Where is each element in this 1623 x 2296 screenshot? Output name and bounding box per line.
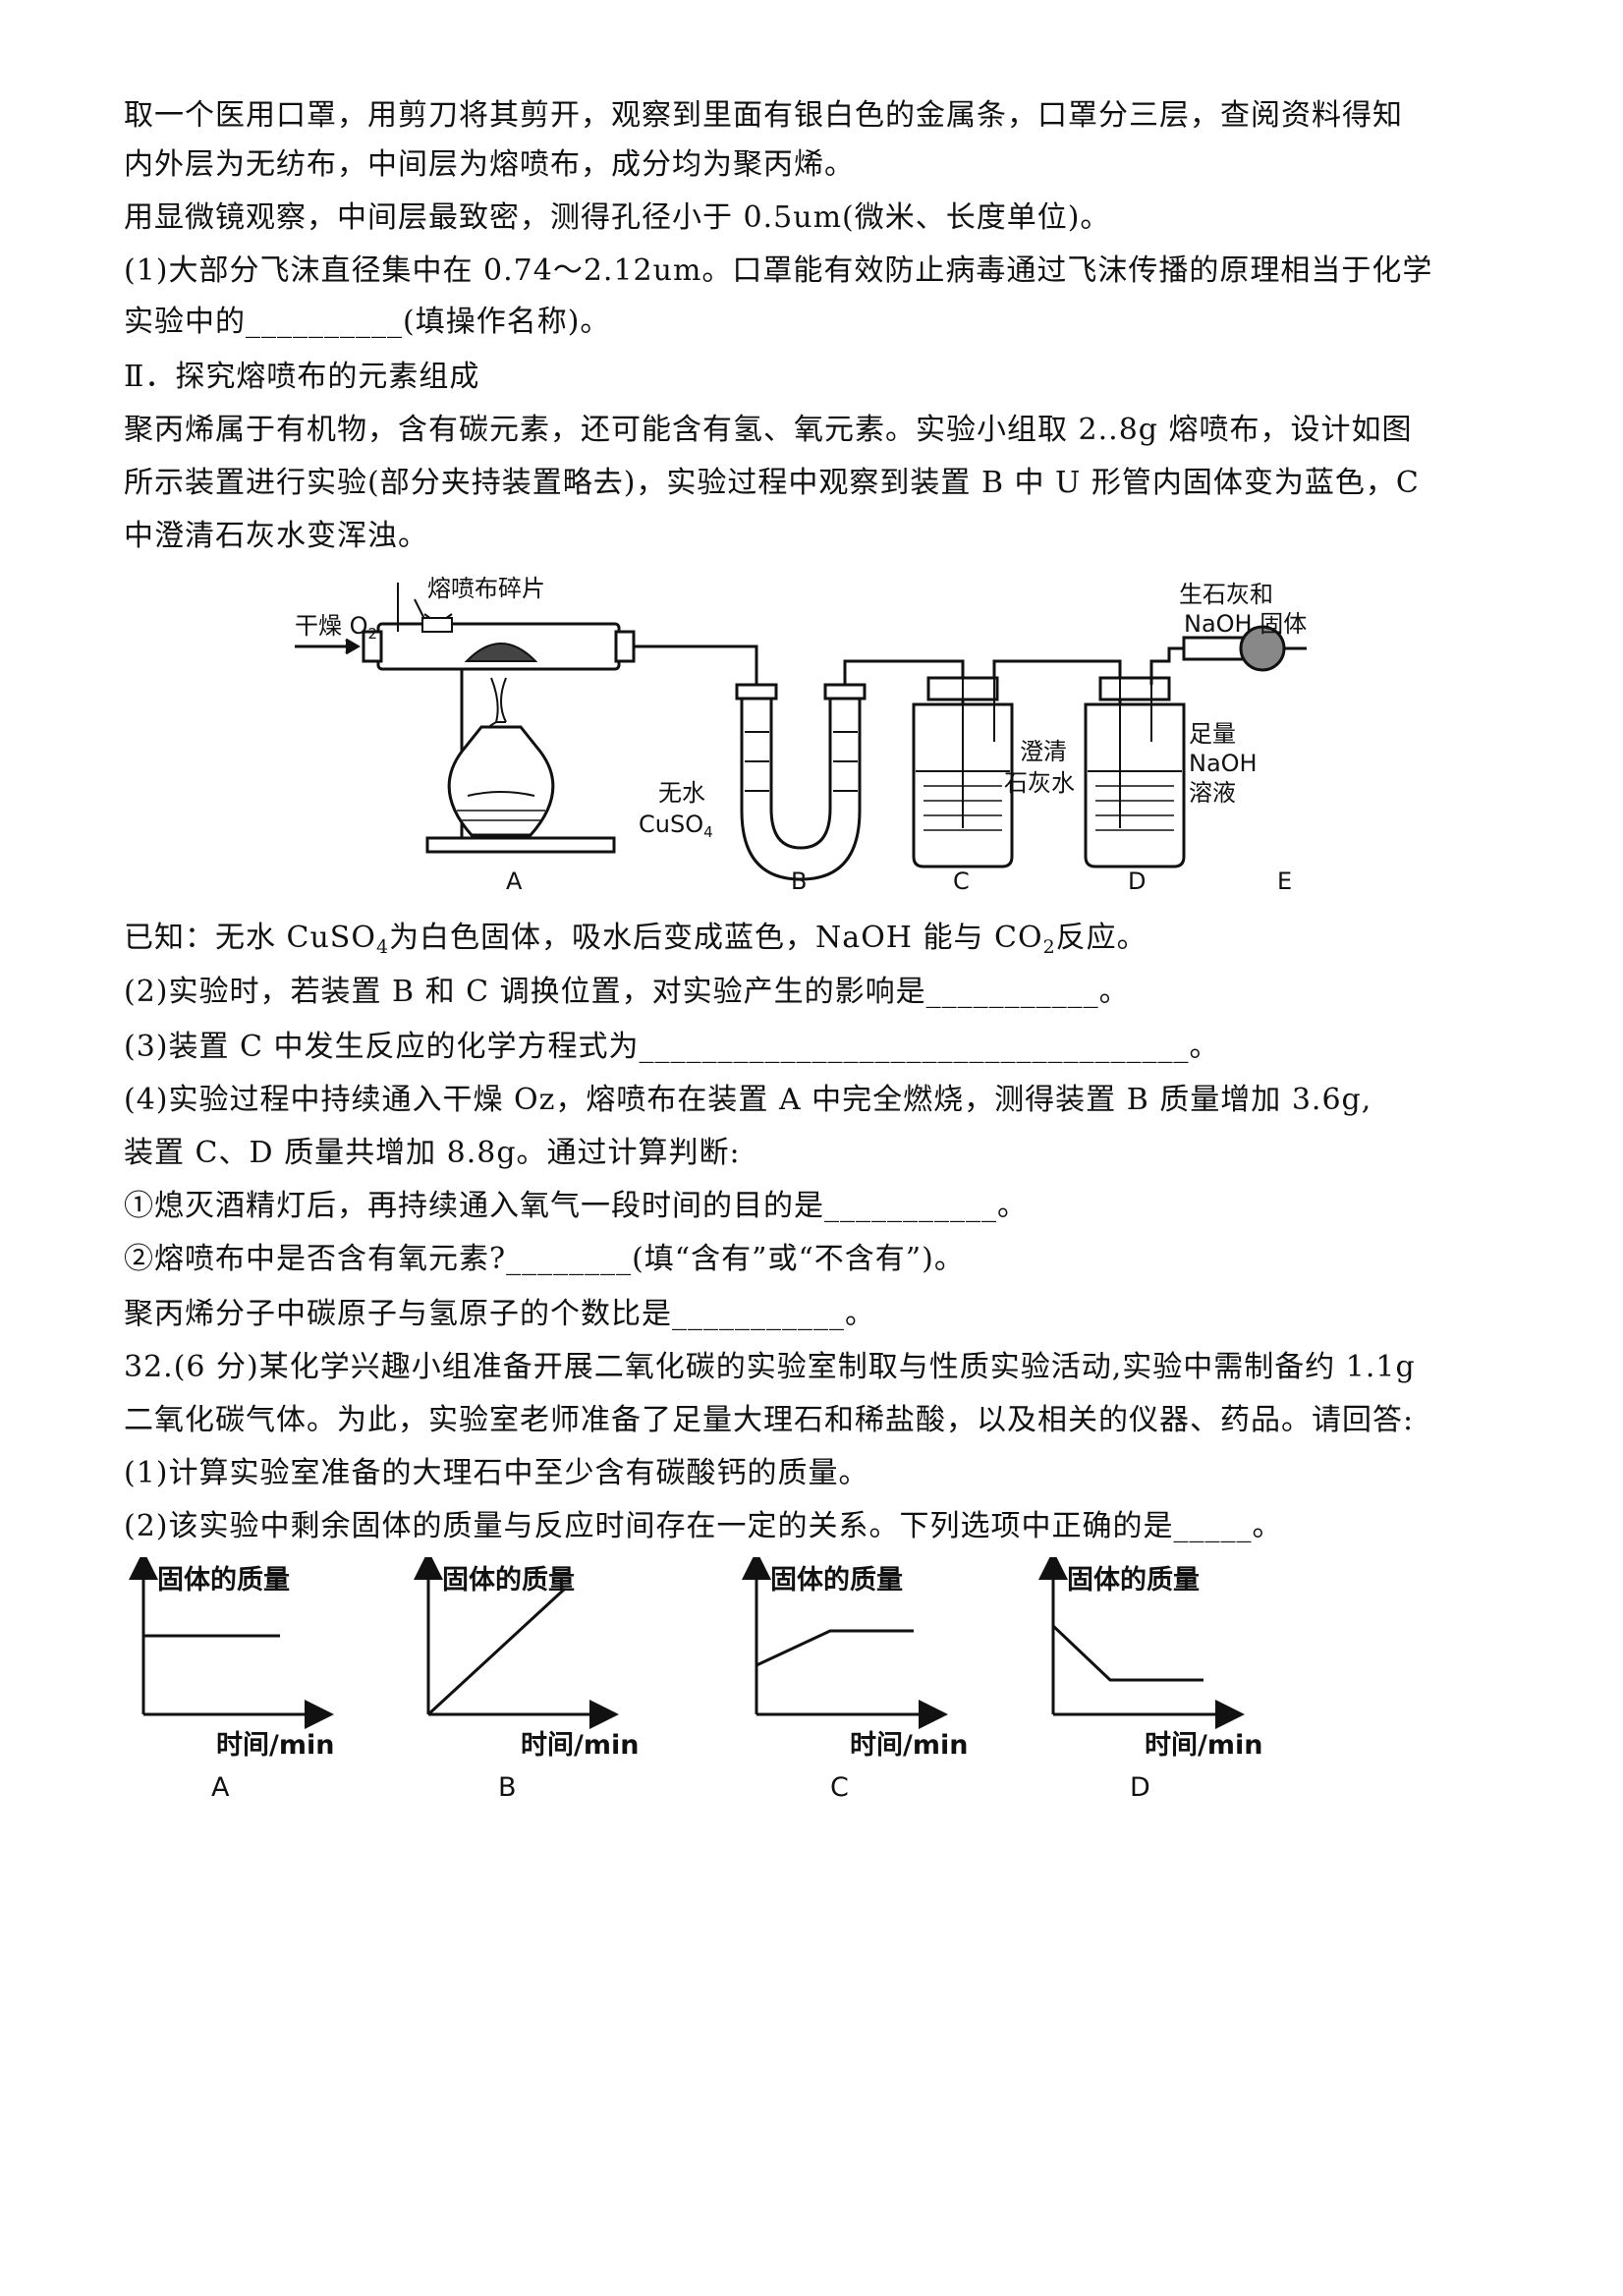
graph-option-c [742,1557,948,1729]
graph-d-curve [1051,1624,1203,1682]
question-4-cont: 装置 C、D 质量共增加 8.8g。通过计算判断: [124,1136,741,1170]
graph-option-d [1038,1557,1245,1729]
graph-b-curve [426,1587,567,1716]
question-3: (3)装置 C 中发生反应的化学方程式为____________________… [124,1030,1220,1064]
label-d-1: 足量 [1189,720,1236,748]
label-apparatus-e: E [1277,868,1292,895]
label-apparatus-b: B [791,868,807,895]
tube-stopper-left [362,630,383,663]
tube-stopper-right [614,630,636,663]
graph-d-letter: D [1130,1772,1150,1803]
question-32-cont: 二氧化碳气体。为此，实验室老师准备了足量大理石和稀盐酸，以及相关的仪器、药品。请… [124,1403,1415,1437]
question-4-part2: ②熔喷布中是否含有氧元素?________(填“含有”或“不含有”)。 [124,1242,965,1276]
apparatus-diagram: 干燥 O2 熔喷布碎片 无水 CuSO4 澄清 石灰水 足量 NaOH 溶液 生… [295,575,1307,895]
graph-c-ylabel: 固体的质量 [770,1564,903,1596]
question-2: (2)实验时，若装置 B 和 C 调换位置，对实验产生的影响是_________… [124,975,1130,1009]
alcohol-lamp [447,725,555,837]
question-4: (4)实验过程中持续通入干燥 Oz，熔喷布在装置 A 中完全燃烧，测得装置 B … [124,1083,1372,1117]
drying-tube-e [1182,636,1245,661]
graph-option-b [414,1557,619,1729]
u-tube-b [740,693,862,881]
stand-base [425,836,616,854]
graph-a-letter: A [211,1772,230,1803]
question-4-part1: ①熄灭酒精灯后，再持续通入氧气一段时间的目的是___________。 [124,1189,1028,1223]
para-microscope: 用显微镜观察，中间层最致密，测得孔径小于 0.5um(微米、长度单位)。 [124,200,1111,235]
graph-b-ylabel: 固体的质量 [442,1564,575,1596]
label-c-1: 澄清 [1020,738,1067,765]
label-dry-o2: 干燥 O2 [295,612,377,643]
label-b-2: CuSO4 [639,811,713,841]
para-experiment-2: 所示装置进行实验(部分夹持装置略去)，实验过程中观察到装置 B 中 U 形管内固… [124,466,1420,500]
para-experiment-1: 聚丙烯属于有机物，含有碳元素，还可能含有氢、氧元素。实验小组取 2..8g 熔喷… [124,413,1413,447]
graph-c-curve [756,1629,914,1667]
label-e-1: 生石灰和 [1179,581,1273,608]
para-mask-layers: 内外层为无纺布，中间层为熔喷布，成分均为聚丙烯。 [124,147,855,182]
section-heading-2: Ⅱ．探究熔喷布的元素组成 [124,360,480,394]
graph-c-letter: C [830,1772,849,1803]
question-32: 32.(6 分)某化学兴趣小组准备开展二氧化碳的实验室制取与性质实验活动,实验中… [124,1350,1416,1384]
label-apparatus-c: C [953,868,970,895]
graph-b-xlabel: 时间/min [521,1730,639,1761]
graph-c-xlabel: 时间/min [850,1730,968,1761]
tube-d-e [1149,646,1184,685]
question-32-1: (1)计算实验室准备的大理石中至少含有碳酸钙的质量。 [124,1456,869,1490]
label-sample: 熔喷布碎片 [427,575,545,602]
graph-b-letter: B [498,1772,517,1803]
question-32-2: (2)该实验中剩余固体的质量与反应时间存在一定的关系。下列选项中正确的是____… [124,1509,1283,1543]
sample-heap [464,643,538,662]
label-d-2: NaOH [1189,750,1258,777]
label-c-2: 石灰水 [1004,769,1075,797]
question-1-blank: 实验中的__________(填操作名称)。 [124,305,611,339]
label-apparatus-a: A [506,868,523,895]
graph-a-xlabel: 时间/min [216,1730,334,1761]
option-graphs: 固体的质量 固体的质量 固体的质量 固体的质量 时间/min 时间/min 时间… [129,1557,1262,1803]
para-experiment-3: 中澄清石灰水变浑浊。 [124,519,428,553]
question-4-ratio: 聚丙烯分子中碳原子与氢原子的个数比是___________。 [124,1297,875,1331]
graph-d-ylabel: 固体的质量 [1067,1564,1200,1596]
graph-option-a [129,1557,334,1729]
para-known: 已知：无水 CuSO4为白色固体，吸水后变成蓝色，NaOH 能与 CO2反应。 [124,921,1147,958]
tube-a-b [634,644,758,693]
label-apparatus-d: D [1128,868,1146,895]
graph-d-xlabel: 时间/min [1145,1730,1262,1761]
question-1: (1)大部分飞沫直径集中在 0.74～2.12um。口罩能有效防止病毒通过飞沫传… [124,253,1433,288]
para-mask-intro: 取一个医用口罩，用剪刀将其剪开，观察到里面有银白色的金属条，口罩分三层，查阅资料… [124,98,1403,133]
label-e-2: NaOH 固体 [1184,610,1307,638]
label-d-3: 溶液 [1189,779,1236,807]
graph-a-ylabel: 固体的质量 [157,1564,290,1596]
label-b-1: 无水 [658,779,705,807]
